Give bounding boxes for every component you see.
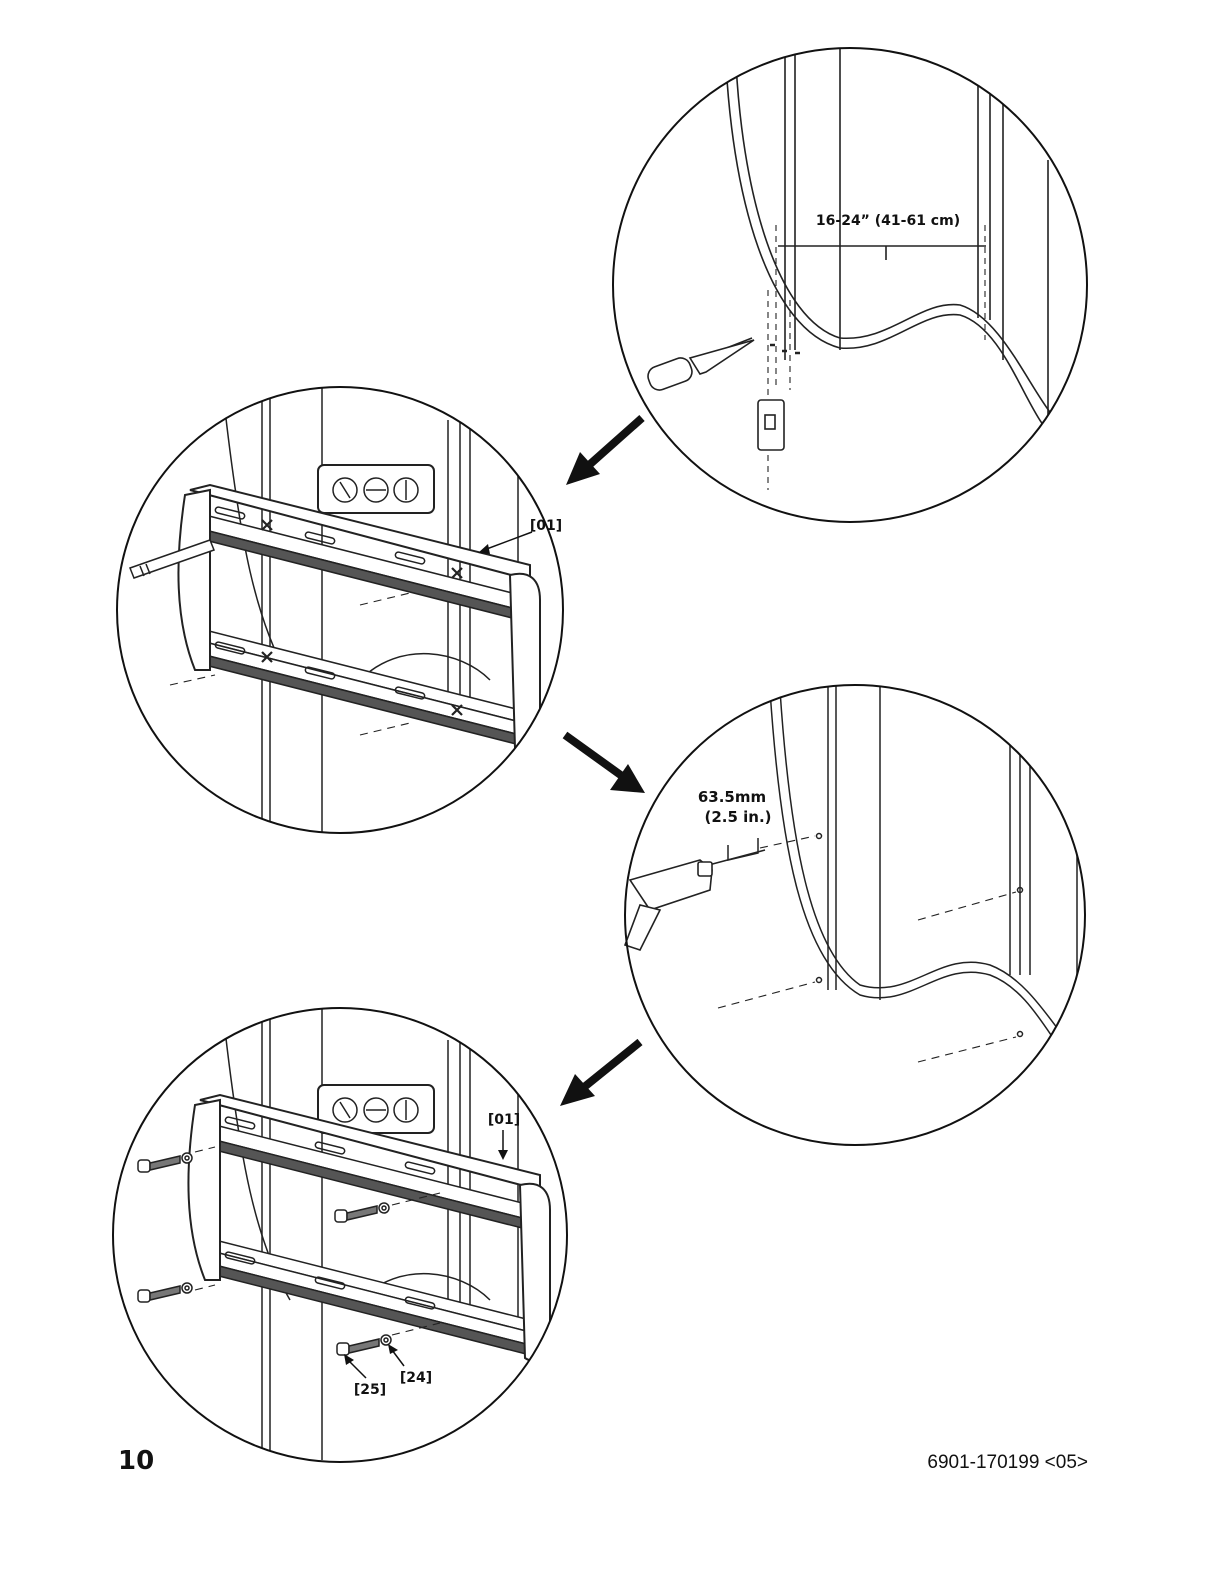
stud-spacing-label: 16-24” (41-61 cm) <box>816 213 960 229</box>
step3-detail-circle: 63.5mm (2.5 in.) <box>625 680 1085 1145</box>
bracket-label: [01] <box>530 518 562 534</box>
arrow-icon <box>566 418 642 485</box>
washer-part-label: [24] <box>400 1370 432 1386</box>
step2-detail-circle: [01] <box>117 380 563 840</box>
arrow-icon <box>565 735 645 793</box>
drill-icon <box>625 850 765 950</box>
screw-part-label: [25] <box>354 1382 386 1398</box>
drill-depth-in: (2.5 in.) <box>704 808 771 826</box>
bracket-label: [01] <box>488 1112 520 1128</box>
stud-finder-awl-icon <box>645 338 754 393</box>
document-code: 6901-170199 <05> <box>927 1452 1088 1474</box>
step1-detail-circle: 16-24” (41-61 cm) <box>613 40 1087 522</box>
arrow-icon <box>560 1042 640 1106</box>
drill-depth-mm: 63.5mm <box>698 788 766 806</box>
page-number: 10 <box>118 1446 154 1476</box>
step4-detail-circle: [01] [25] [24] <box>113 1000 567 1462</box>
